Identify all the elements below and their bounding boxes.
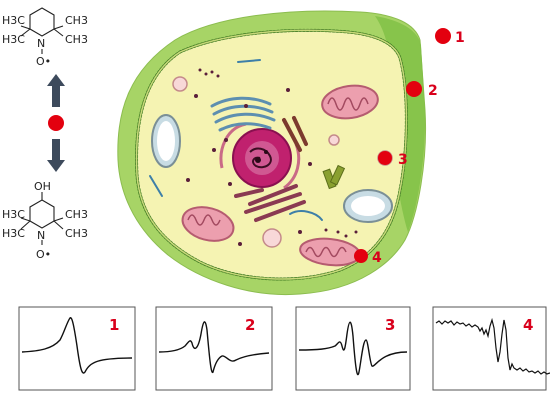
spectrum-label-3: 3 <box>385 316 395 334</box>
tempo-methyl-left-top: H3C <box>2 14 25 27</box>
tempol-methyl-right-bottom: CH3 <box>65 227 88 240</box>
tempol-oxygen-radical: O• <box>36 248 51 261</box>
vacuole-right <box>343 189 393 223</box>
spectrum-panel-3: 3 <box>295 306 411 391</box>
spectrum-trace-4 <box>435 317 550 375</box>
spectrum-panel-1: 1 <box>18 306 136 391</box>
location-label-3: 3 <box>398 152 408 168</box>
rough-er-strands <box>234 184 306 222</box>
tempol-methyl-left-top: H3C <box>2 208 25 221</box>
location-label-4: 4 <box>372 250 382 266</box>
tempo-methyl-right-top: CH3 <box>65 14 88 27</box>
tempo-methyl-left-bottom: H3C <box>2 33 25 46</box>
spectrum-label-1: 1 <box>109 316 119 334</box>
location-marker-1: 1 <box>435 28 465 46</box>
red-dot-icon <box>435 28 451 44</box>
golgi-apparatus <box>210 96 276 132</box>
arrow-up-icon <box>47 74 65 107</box>
spectrum-trace-2 <box>158 321 270 373</box>
mitochondrion-left <box>181 206 235 242</box>
location-marker-3: 3 <box>378 151 408 168</box>
mitochondrion-bottom <box>299 237 361 267</box>
red-dot-icon <box>406 81 422 97</box>
arrow-down-icon <box>47 139 65 172</box>
chloroplast-bars <box>282 116 308 152</box>
spectrum-label-2: 2 <box>245 316 255 334</box>
tempol-molecule <box>20 192 64 245</box>
location-label-1: 1 <box>455 30 465 46</box>
red-dot-icon <box>378 151 392 165</box>
spectrum-label-4: 4 <box>523 316 533 334</box>
tempo-methyl-right-bottom: CH3 <box>65 33 88 46</box>
spectrum-trace-1 <box>21 317 133 374</box>
tempol-methyl-left-bottom: H3C <box>2 227 25 240</box>
red-dot-icon <box>354 249 368 263</box>
location-marker-2: 2 <box>406 81 438 99</box>
tempo-molecule <box>20 7 64 54</box>
tempo-ring <box>29 7 55 37</box>
mitochondrion-top <box>321 84 379 120</box>
microtubules <box>149 59 323 221</box>
tempol-methyl-right-top: CH3 <box>65 208 88 221</box>
tempol-nitrogen: N <box>37 229 45 242</box>
tempol-ring <box>29 199 55 229</box>
vacuole-left <box>151 114 181 168</box>
plant-cell <box>117 10 426 296</box>
spectrum-trace-3 <box>298 321 408 376</box>
ribosomes <box>186 68 358 246</box>
nucleus <box>232 128 292 188</box>
tempo-nitrogen: N <box>37 37 45 50</box>
spectrum-panel-4: 4 <box>432 306 550 391</box>
tempol-hydroxyl: OH <box>34 180 51 193</box>
location-label-2: 2 <box>428 83 438 99</box>
centriole <box>322 164 346 190</box>
location-marker-4: 4 <box>354 249 382 266</box>
tempo-oxygen-radical: O• <box>36 55 51 68</box>
red-dot-icon <box>48 115 64 131</box>
spectrum-panel-2: 2 <box>155 306 273 391</box>
